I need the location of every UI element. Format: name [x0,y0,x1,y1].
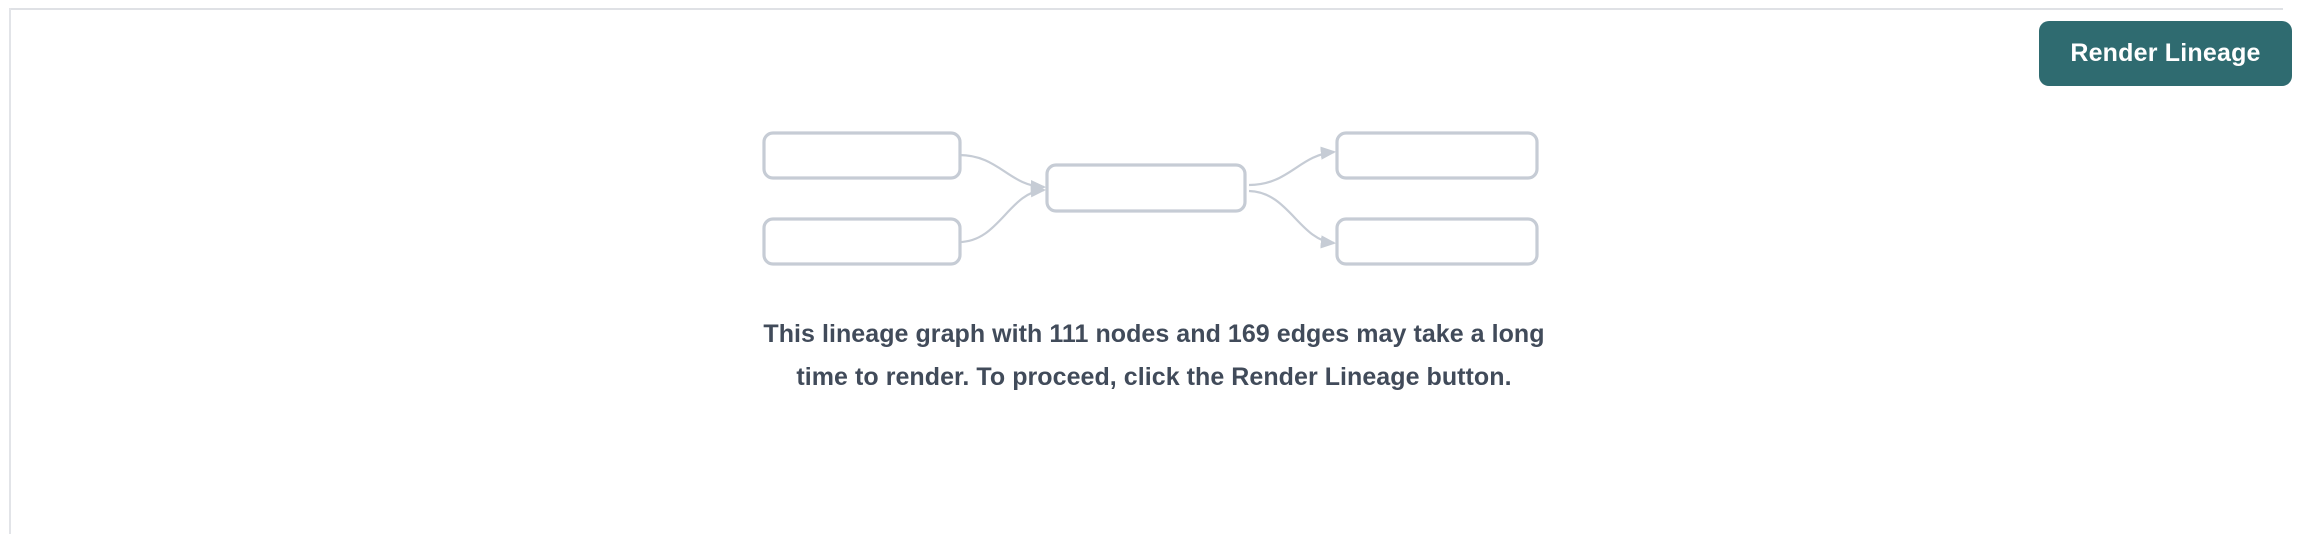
illustration-node-upstream-2 [762,217,962,266]
edge-upstream-2-to-center [958,184,1047,244]
panel-top-divider [9,8,2283,10]
illustration-node-downstream-1 [1335,131,1539,180]
edge-center-to-downstream-2 [1248,189,1337,249]
edge-upstream-1-to-center [958,153,1047,194]
illustration-node-downstream-2 [1335,217,1539,266]
render-lineage-button[interactable]: Render Lineage [2039,21,2292,86]
panel-left-divider [9,8,11,534]
lineage-graph-illustration [762,131,1539,266]
edge-center-to-downstream-1 [1248,146,1337,187]
lineage-notice-text: This lineage graph with 111 nodes and 16… [763,320,1545,391]
illustration-node-upstream-1 [762,131,962,180]
illustration-node-center [1045,163,1247,213]
